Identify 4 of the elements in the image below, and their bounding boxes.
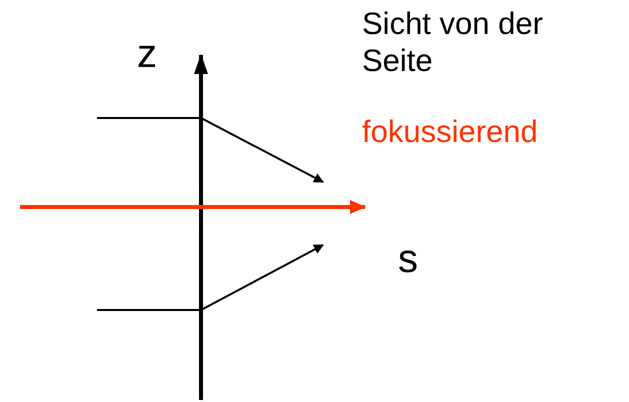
view-caption: fokussierend xyxy=(362,113,538,150)
axis-label: s xyxy=(398,236,418,283)
axis-label: z xyxy=(137,31,157,78)
view-caption: Sicht von der Seite xyxy=(362,5,544,80)
